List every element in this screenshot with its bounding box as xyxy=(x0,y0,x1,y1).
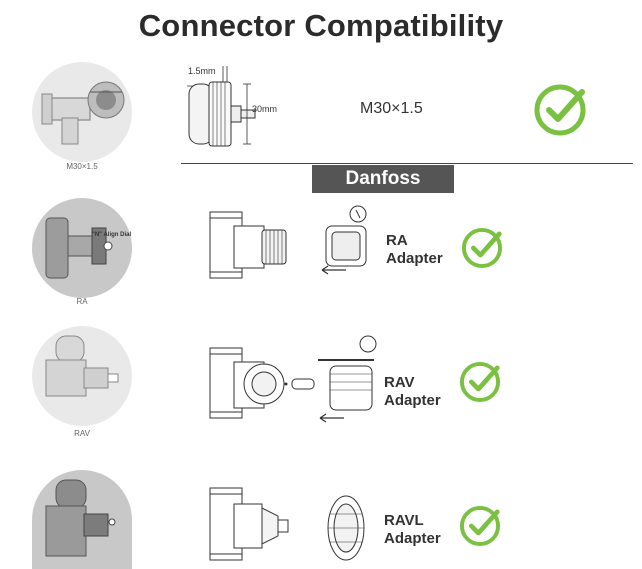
m30-valve-thumbnail xyxy=(32,62,132,162)
thumb-caption-ra: RA xyxy=(76,297,88,306)
m30-connector-diagram xyxy=(183,60,303,150)
section-divider xyxy=(181,163,633,164)
ravl-adapter-label: RAVL Adapter xyxy=(384,512,441,547)
ravl-valve-diagram xyxy=(206,486,296,566)
thumb-caption-m30: M30×1.5 xyxy=(66,162,98,171)
check-icon xyxy=(459,361,501,403)
ra-valve-thumbnail xyxy=(32,198,132,298)
dimension-diameter: 30mm xyxy=(252,104,278,114)
check-icon xyxy=(459,505,501,547)
rav-adapter-drawing xyxy=(314,330,384,426)
dimension-thread-pitch: 1.5mm xyxy=(188,66,216,76)
page-title: Connector Compatibility xyxy=(138,8,504,43)
ra-adapter-label: RA Adapter xyxy=(386,232,443,267)
thread-spec: M30×1.5 xyxy=(360,100,423,117)
ravl-valve-thumbnail xyxy=(32,470,132,569)
thumb-caption-rav: RAV xyxy=(74,429,90,438)
check-icon xyxy=(534,84,586,136)
ravl-adapter-drawing xyxy=(322,490,370,566)
align-dial-note: "N" Align Dial xyxy=(92,232,132,238)
rav-valve-diagram xyxy=(206,346,326,424)
rav-valve-thumbnail xyxy=(32,326,132,426)
ra-adapter-drawing xyxy=(318,200,380,278)
rav-adapter-label: RAV Adapter xyxy=(384,374,441,409)
ra-valve-diagram xyxy=(206,206,296,284)
check-icon xyxy=(461,227,503,269)
brand-banner: Danfoss xyxy=(312,165,454,193)
